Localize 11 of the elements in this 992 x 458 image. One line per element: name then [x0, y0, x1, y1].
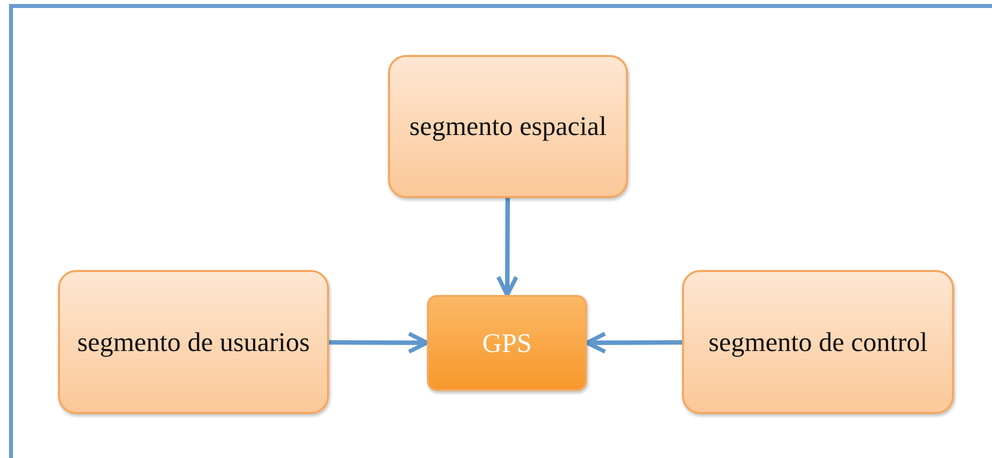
node-label: segmento espacial — [408, 110, 608, 143]
process-box — [58, 270, 329, 414]
arrow — [584, 332, 682, 354]
core-box — [427, 295, 587, 391]
node-label: segmento de usuarios — [76, 326, 311, 358]
process-box — [682, 270, 954, 414]
node-label: segmento de control — [708, 326, 928, 358]
arrow — [496, 198, 518, 298]
arrow — [329, 332, 430, 354]
node-label: GPS — [481, 326, 533, 360]
process-box — [388, 55, 628, 198]
